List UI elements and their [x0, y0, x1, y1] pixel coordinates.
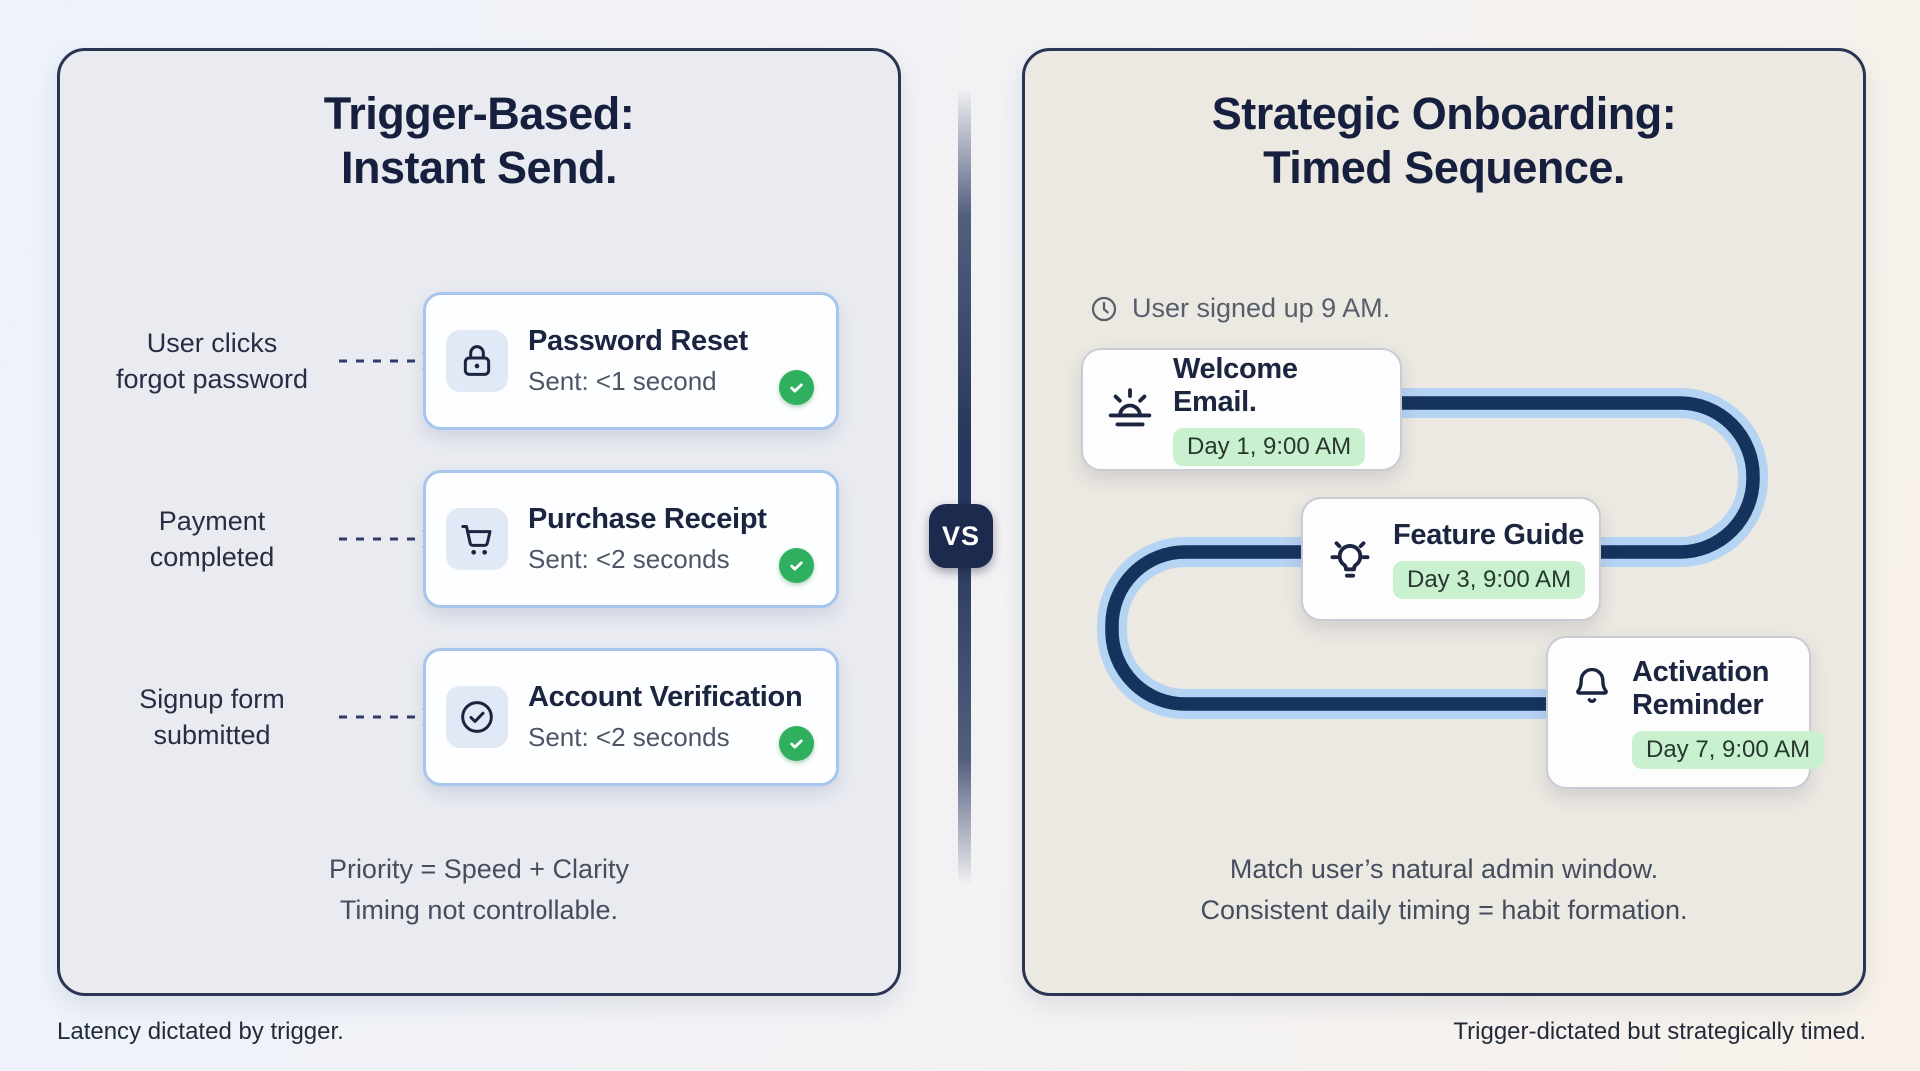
icon-tile [446, 330, 508, 392]
card-status: Sent: <1 second [528, 366, 717, 396]
left-title-line1: Trigger-Based: [323, 88, 635, 139]
left-panel-title: Trigger-Based: Instant Send. [60, 87, 898, 195]
step-card-activation-reminder: Activation Reminder Day 7, 9:00 AM [1546, 636, 1825, 789]
card-status: Sent: <2 seconds [528, 544, 730, 574]
trigger-label: Payment completed [88, 470, 336, 608]
strategic-onboarding-panel: Strategic Onboarding: Timed Sequence. Us… [1022, 48, 1866, 996]
step-card-feature-guide: Feature Guide Day 3, 9:00 AM [1301, 497, 1601, 621]
step-title: Welcome Email. [1173, 352, 1298, 418]
signup-note-text: User signed up 9 AM. [1132, 293, 1391, 323]
trigger-label-line1: Signup form [139, 683, 285, 714]
sunrise-icon [1103, 383, 1157, 437]
step-title: Activation Reminder [1632, 655, 1770, 721]
center-divider-line [958, 88, 971, 886]
card-status: Sent: <2 seconds [528, 722, 730, 752]
trigger-label-line2: completed [149, 542, 275, 572]
check-circle-icon [779, 370, 814, 405]
trigger-label: User clicks forgot password [88, 292, 336, 430]
trigger-based-panel: Trigger-Based: Instant Send. User clicks… [57, 48, 901, 996]
vs-badge: VS [929, 504, 993, 568]
step-day-badge: Day 1, 9:00 AM [1173, 428, 1366, 467]
icon-tile [446, 508, 508, 570]
check-circle-icon [779, 548, 814, 583]
card-title: Password Reset [528, 325, 748, 357]
verified-check-icon [461, 701, 493, 733]
right-footnote-line2: Consistent daily timing = habit formatio… [1200, 895, 1688, 925]
trigger-label-line2: submitted [153, 720, 271, 750]
trigger-row-purchase-receipt: Payment completed Purchase [60, 470, 898, 608]
email-card-account-verification: Account Verification Sent: <2 seconds [423, 648, 839, 786]
icon-tile [446, 686, 508, 748]
left-title-line2: Instant Send. [340, 142, 618, 193]
trigger-label-line1: Payment [158, 505, 266, 536]
trigger-row-password-reset: User clicks forgot password [60, 292, 898, 430]
step-title: Feature Guide [1393, 518, 1585, 551]
right-title-line1: Strategic Onboarding: [1211, 88, 1677, 139]
right-panel-footnote: Match user’s natural admin window. Consi… [1025, 849, 1863, 931]
right-caption: Trigger-dictated but strategically timed… [1453, 1018, 1866, 1045]
trigger-row-account-verification: Signup form submitted Account Verificat [60, 648, 898, 786]
right-panel-title: Strategic Onboarding: Timed Sequence. [1025, 87, 1863, 195]
check-circle-icon [779, 726, 814, 761]
signup-note: User signed up 9 AM. [1089, 293, 1390, 324]
step-card-welcome-email: Welcome Email. Day 1, 9:00 AM [1081, 348, 1402, 471]
clock-icon [1091, 296, 1117, 321]
card-title: Purchase Receipt [528, 503, 767, 535]
lightbulb-icon [1323, 532, 1377, 586]
card-title: Account Verification [528, 681, 803, 713]
left-caption: Latency dictated by trigger. [57, 1018, 344, 1045]
bell-icon [1568, 662, 1616, 710]
left-footnote-line2: Timing not controllable. [339, 895, 619, 925]
lock-icon [463, 345, 491, 376]
email-card-purchase-receipt: Purchase Receipt Sent: <2 seconds [423, 470, 839, 608]
shopping-cart-icon [461, 525, 492, 555]
vs-label: VS [941, 520, 981, 551]
right-title-line2: Timed Sequence. [1263, 142, 1625, 193]
trigger-label: Signup form submitted [88, 648, 336, 786]
email-card-password-reset: Password Reset Sent: <1 second [423, 292, 839, 430]
step-day-badge: Day 7, 9:00 AM [1632, 731, 1825, 770]
left-panel-footnote: Priority = Speed + Clarity Timing not co… [60, 849, 898, 931]
trigger-label-line2: forgot password [115, 364, 309, 394]
left-footnote-line1: Priority = Speed + Clarity [328, 854, 630, 884]
right-footnote-line1: Match user’s natural admin window. [1229, 854, 1659, 884]
trigger-label-line1: User clicks [146, 327, 278, 358]
step-day-badge: Day 3, 9:00 AM [1393, 561, 1586, 600]
